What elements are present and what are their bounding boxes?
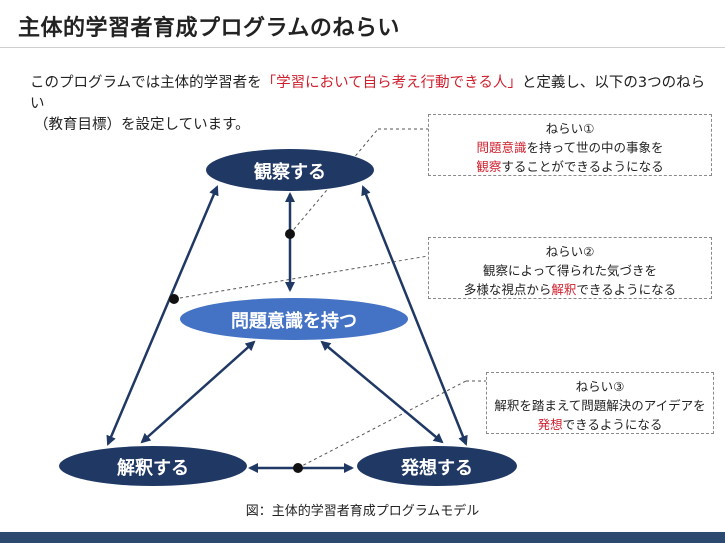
aim-1-heading: ねらい① <box>545 121 595 136</box>
aim-3-line2-highlight: 発想 <box>537 417 563 432</box>
aim-1-line2-highlight: 観察 <box>476 159 502 174</box>
node-observe-label: 観察する <box>254 162 326 183</box>
page-title: 主体的学習者育成プログラムのねらい <box>18 16 400 41</box>
node-problem <box>180 298 408 340</box>
aim-box-1: ねらい① 問題意識を持って世の中の事象を 観察することができるようになる <box>428 114 712 176</box>
node-ideate-label: 発想する <box>401 458 473 479</box>
intro-before: このプログラムでは主体的学習者を <box>30 75 262 91</box>
node-problem-label: 問題意識を持つ <box>231 311 357 332</box>
leader-dot-aim1 <box>285 229 295 239</box>
aim-3-line2-text: できるようになる <box>562 417 663 432</box>
footer-bar <box>0 532 725 543</box>
aim-3-line2: 発想できるようになる <box>487 415 713 434</box>
aim-box-2: ねらい② 観察によって得られた気づきを 多様な視点から解釈できるようになる <box>428 237 712 299</box>
arrow-observe-ideate <box>361 185 468 446</box>
leader-dot-aim2 <box>169 294 179 304</box>
intro-emphasis: 「学習において自ら考え行動できる人」 <box>261 75 522 91</box>
aim-1-line1-text: を持って世の中の事象を <box>526 140 664 155</box>
aim-2-line2-text: できるようになる <box>576 282 677 297</box>
node-interpret <box>59 446 247 486</box>
node-interpret-label: 解釈する <box>117 458 189 479</box>
aim-3-line1: 解釈を踏まえて問題解決のアイデアを <box>494 398 706 413</box>
aim-1-line1-highlight: 問題意識 <box>476 140 527 155</box>
intro-after: と定義し、以下の3つのねらい <box>30 75 706 112</box>
intro-text: このプログラムでは主体的学習者を「学習において自ら考え行動できる人」と定義し、以… <box>30 73 710 136</box>
leader-dot-aim3 <box>293 463 303 473</box>
arrow-problem-interpret <box>140 340 256 444</box>
aim-1-line2-text: することができるようになる <box>501 159 664 174</box>
aim-1-line2: 観察することができるようになる <box>429 157 711 176</box>
aim-1-line1: 問題意識を持って世の中の事象を <box>429 138 711 157</box>
figure-caption: 図：主体的学習者育成プログラムモデル <box>245 504 480 519</box>
title-divider <box>0 47 725 48</box>
intro-line2: （教育目標）を設定しています。 <box>34 117 250 133</box>
leader-line-aim2 <box>173 255 429 300</box>
aim-2-line2-pre: 多様な視点から <box>463 282 552 297</box>
node-observe <box>206 149 374 191</box>
arrow-observe-interpret <box>106 185 219 446</box>
aim-2-line2: 多様な視点から解釈できるようになる <box>429 280 711 299</box>
aim-2-heading: ねらい② <box>545 244 595 259</box>
node-ideate <box>357 446 517 486</box>
arrow-problem-ideate <box>320 340 444 444</box>
aim-box-3: ねらい③ 解釈を踏まえて問題解決のアイデアを 発想できるようになる <box>486 372 714 434</box>
aim-2-line1: 観察によって得られた気づきを <box>482 263 657 278</box>
aim-3-heading: ねらい③ <box>575 379 625 394</box>
aim-2-line2-highlight: 解釈 <box>551 282 577 297</box>
